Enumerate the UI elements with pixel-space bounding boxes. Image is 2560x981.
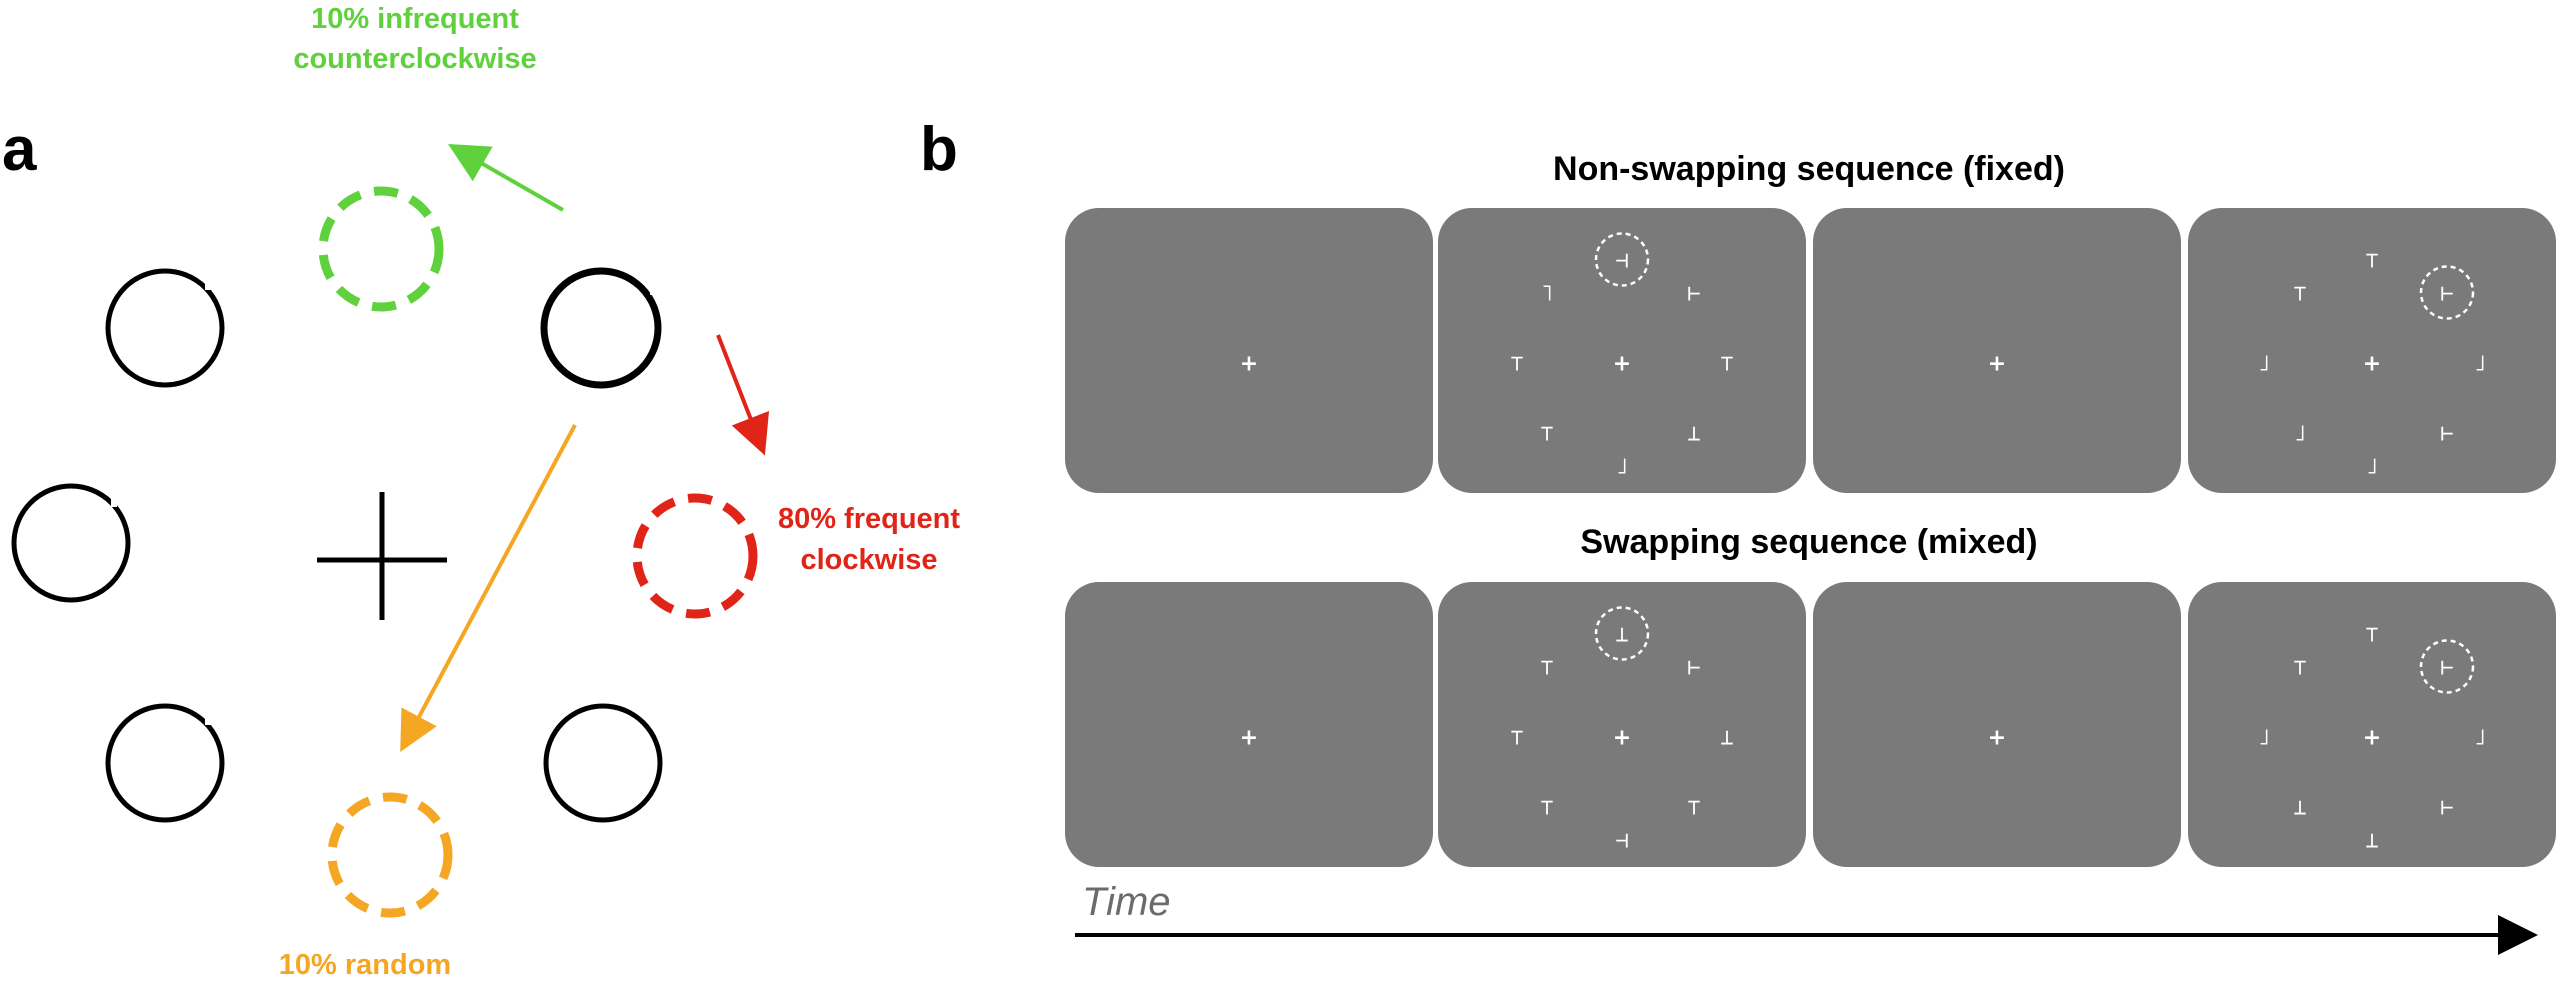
panel-a-letter: a bbox=[2, 115, 37, 184]
placeholder-ring-top-right bbox=[540, 267, 662, 389]
fixation-cross: + bbox=[1240, 726, 1258, 751]
search-item: ⊢ bbox=[2440, 422, 2453, 447]
search-item: ⊤ bbox=[2293, 282, 2306, 307]
search-item: ⊥ bbox=[2293, 796, 2306, 821]
search-item: ˩ bbox=[2473, 352, 2486, 377]
panel-b: b Non-swapping sequence (fixed) Swapping… bbox=[920, 115, 2556, 955]
arrow-red bbox=[716, 334, 770, 456]
stimulus-frame: + bbox=[1065, 582, 1433, 867]
search-item: ⊥ bbox=[1615, 623, 1628, 648]
search-item: ⊢ bbox=[2440, 796, 2453, 821]
fixation-cross: + bbox=[2363, 726, 2381, 751]
placeholder-ring-left bbox=[11, 483, 131, 603]
frame-background bbox=[1813, 208, 2181, 493]
ring-gap bbox=[650, 285, 656, 295]
search-item: ⊢ bbox=[1687, 282, 1700, 307]
stimulus-frame: + bbox=[1813, 208, 2181, 493]
panel-b-letter: b bbox=[920, 115, 958, 184]
search-item: ⊤ bbox=[1540, 796, 1553, 821]
search-item: ⊤ bbox=[2365, 623, 2378, 648]
frame-grid: + + ⊣ ˥ ⊢ ⊤ ⊤ ⊤ ⊥ ˩ + + ⊤ ⊤ ⊢ ˩ ˩ ˩ ⊢ ˩ + + ⊥ ⊤ ⊢ ⊤ ⊥ ⊤ ⊤ ⊣ + + ⊤ ⊤ ⊢ ˩ ˩ ⊥ ⊢ ⊥ bbox=[1065, 208, 2556, 867]
search-item: ⊤ bbox=[1510, 726, 1523, 751]
frame-background bbox=[1065, 208, 1433, 493]
search-item: ⊢ bbox=[2440, 282, 2453, 307]
search-item: ⊤ bbox=[2293, 656, 2306, 681]
search-item: ˩ bbox=[2257, 726, 2270, 751]
search-item: ⊤ bbox=[2365, 249, 2378, 274]
fixation-cross: + bbox=[1240, 352, 1258, 377]
frame-background bbox=[1065, 582, 1433, 867]
dashed-circle-orange bbox=[327, 792, 453, 918]
target-highlight-circle bbox=[1594, 232, 1650, 287]
search-item: ˩ bbox=[2473, 726, 2486, 751]
panel-a: a 10% infrequent counterclockwise 80% fr… bbox=[2, 3, 960, 981]
search-item: ⊤ bbox=[1720, 352, 1733, 377]
placeholder-ring-bottom-left bbox=[105, 703, 225, 823]
label-counterclockwise-line2: counterclockwise bbox=[293, 43, 536, 75]
stimulus-frame: + bbox=[1065, 208, 1433, 493]
placeholder-ring-top-left bbox=[105, 268, 225, 388]
search-item: ⊤ bbox=[1687, 796, 1700, 821]
search-item: ⊤ bbox=[1540, 656, 1553, 681]
fixation-cross: + bbox=[2363, 352, 2381, 377]
search-item: ˩ bbox=[1615, 455, 1628, 480]
ring-gap bbox=[650, 717, 656, 727]
arrow-orange bbox=[400, 424, 577, 753]
search-item: ˩ bbox=[2365, 455, 2378, 480]
search-item: ⊤ bbox=[1540, 422, 1553, 447]
frame-background bbox=[2188, 582, 2556, 867]
fixation-cross: + bbox=[1613, 352, 1631, 377]
frame-background bbox=[1813, 582, 2181, 867]
row-title-non-swapping: Non-swapping sequence (fixed) bbox=[1553, 150, 2065, 188]
search-item: ˩ bbox=[2293, 422, 2306, 447]
arrow-green bbox=[448, 144, 564, 212]
target-highlight-circle bbox=[2419, 265, 2475, 320]
stimulus-frame: + ⊣ ˥ ⊢ ⊤ ⊤ ⊤ ⊥ ˩ bbox=[1438, 208, 1806, 493]
stimulus-frame: + bbox=[1813, 582, 2181, 867]
fixation-cross: + bbox=[1613, 726, 1631, 751]
search-item: ⊣ bbox=[1615, 829, 1628, 854]
target-highlight-circle bbox=[2419, 639, 2475, 694]
search-item: ⊥ bbox=[1687, 422, 1700, 447]
ring-gap bbox=[111, 497, 117, 507]
search-item: ⊢ bbox=[2440, 656, 2453, 681]
label-random: 10% random bbox=[279, 949, 451, 981]
ring-gap bbox=[205, 280, 211, 290]
stimulus-frame: + ⊤ ⊤ ⊢ ˩ ˩ ⊥ ⊢ ⊥ bbox=[2188, 582, 2556, 867]
row-title-swapping: Swapping sequence (mixed) bbox=[1580, 523, 2037, 561]
stimulus-frame: + ⊤ ⊤ ⊢ ˩ ˩ ˩ ⊢ ˩ bbox=[2188, 208, 2556, 493]
search-item: ⊥ bbox=[1720, 726, 1733, 751]
placeholder-ring-bottom-right bbox=[543, 703, 663, 823]
stimulus-frame: + ⊥ ⊤ ⊢ ⊤ ⊥ ⊤ ⊤ ⊣ bbox=[1438, 582, 1806, 867]
search-item: ˩ bbox=[2257, 352, 2270, 377]
fixation-cross: + bbox=[1988, 352, 2006, 377]
label-clockwise-line2: clockwise bbox=[800, 544, 937, 576]
search-item: ⊣ bbox=[1615, 249, 1628, 274]
fixation-cross: + bbox=[1988, 726, 2006, 751]
frame-background bbox=[1438, 582, 1806, 867]
dashed-circle-green bbox=[318, 186, 444, 312]
target-highlight-circle bbox=[1594, 606, 1650, 661]
search-item: ⊤ bbox=[1510, 352, 1523, 377]
frame-background bbox=[2188, 208, 2556, 493]
time-label: Time bbox=[1082, 880, 1171, 924]
dashed-circle-red bbox=[632, 493, 758, 619]
search-item: ⊥ bbox=[2365, 829, 2378, 854]
search-item: ˥ bbox=[1540, 282, 1553, 307]
label-clockwise-line1: 80% frequent bbox=[778, 503, 960, 535]
ring-gap bbox=[205, 715, 211, 725]
label-counterclockwise-line1: 10% infrequent bbox=[311, 3, 519, 35]
search-item: ⊢ bbox=[1687, 656, 1700, 681]
frame-background bbox=[1438, 208, 1806, 493]
